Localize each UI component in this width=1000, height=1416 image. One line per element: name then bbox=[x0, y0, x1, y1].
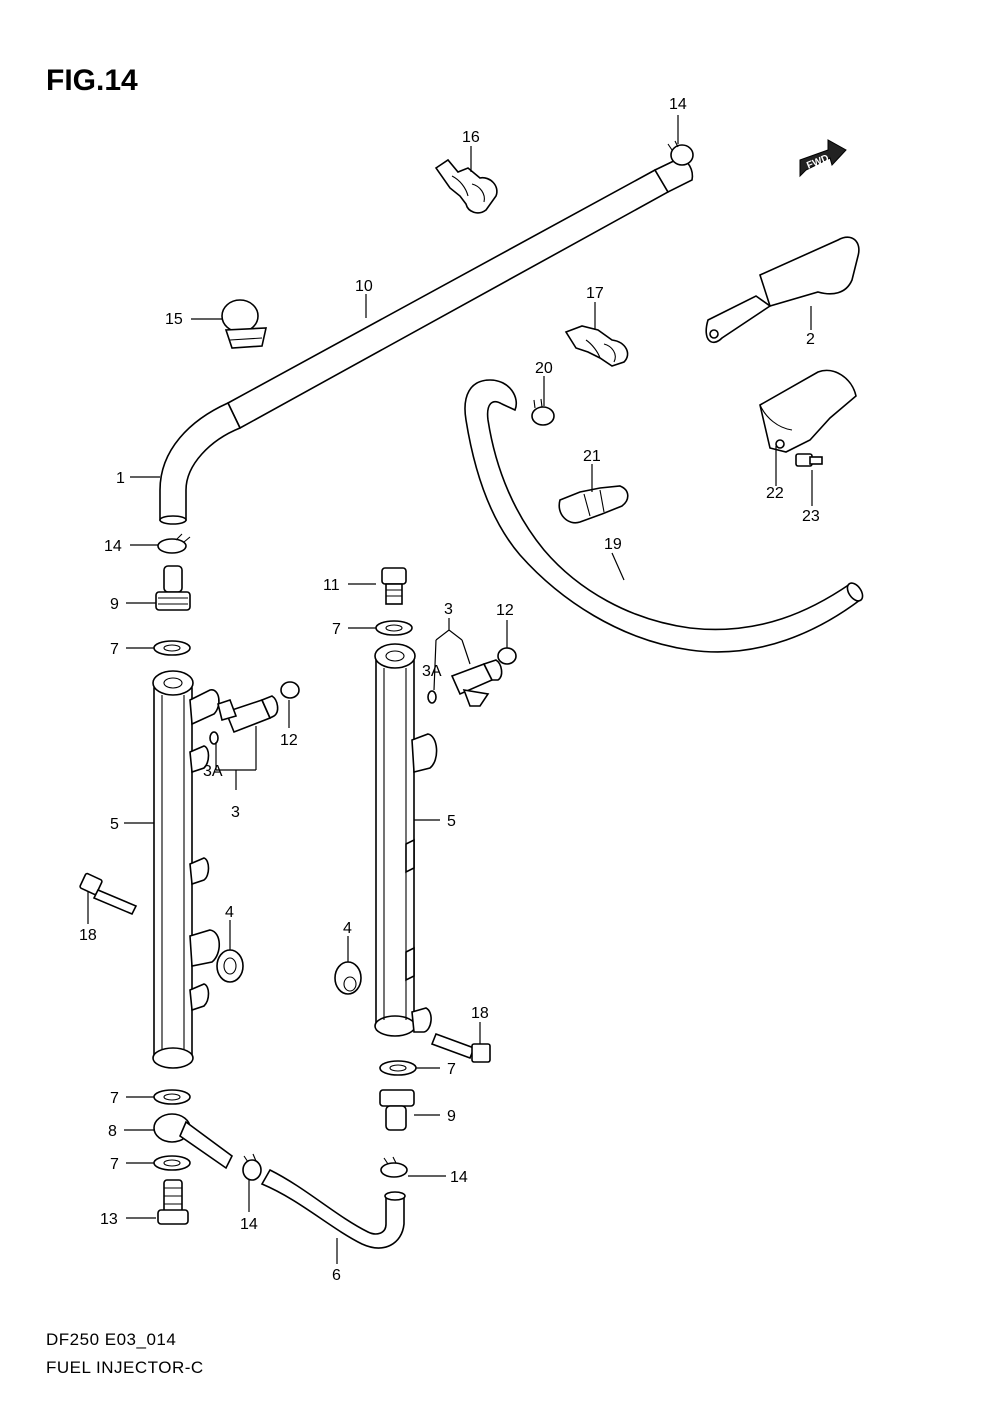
callout-14: 14 bbox=[104, 538, 122, 555]
clamp-15 bbox=[221, 299, 268, 349]
fwd-badge-label: FWD bbox=[805, 153, 830, 172]
banjo-bolt-13 bbox=[157, 1179, 189, 1225]
model-code: DF250 E03_014 bbox=[46, 1330, 176, 1349]
callout-14: 14 bbox=[669, 96, 687, 113]
washer-7-a bbox=[153, 640, 191, 656]
fitting-9-left bbox=[155, 565, 191, 611]
callout-2: 2 bbox=[806, 331, 815, 348]
callout-4: 4 bbox=[225, 904, 234, 921]
hose-clamp-14-left bbox=[157, 533, 191, 554]
washer-7-b bbox=[375, 620, 413, 636]
callout-16: 16 bbox=[462, 129, 480, 146]
callout-9: 9 bbox=[110, 596, 119, 613]
clip-21 bbox=[558, 485, 629, 524]
bolt-18-right bbox=[430, 1032, 491, 1063]
washer-7-c bbox=[153, 1089, 191, 1105]
fuel-hose-6 bbox=[260, 1168, 406, 1249]
callout-6: 6 bbox=[332, 1267, 341, 1284]
callout-18: 18 bbox=[471, 1005, 489, 1022]
clip-17 bbox=[564, 325, 629, 367]
plug-11 bbox=[381, 567, 407, 605]
fuel-rail-5-right bbox=[374, 643, 438, 1037]
banjo-fitting-8 bbox=[153, 1113, 234, 1170]
fuel-hose-10 bbox=[222, 157, 694, 430]
callout-8: 8 bbox=[108, 1123, 117, 1140]
clamp-20 bbox=[531, 398, 555, 426]
callout-labels: 14 16 10 15 17 2 20 21 22 23 19 1 14 9 7… bbox=[79, 96, 820, 1284]
hose-clamp-14-right bbox=[380, 1156, 408, 1178]
fuel-hose-19 bbox=[464, 379, 864, 653]
callout-9: 9 bbox=[447, 1108, 456, 1125]
fuel-rail-5-left bbox=[152, 670, 221, 1069]
callout-7: 7 bbox=[110, 1156, 119, 1173]
callout-5: 5 bbox=[110, 816, 119, 833]
grommet-4-right bbox=[334, 961, 362, 995]
callout-20: 20 bbox=[535, 360, 553, 377]
callout-3a: 3A bbox=[422, 663, 442, 680]
grommet-4-left bbox=[216, 949, 244, 983]
callout-12: 12 bbox=[496, 602, 514, 619]
callout-17: 17 bbox=[586, 285, 604, 302]
callout-13: 13 bbox=[100, 1211, 118, 1228]
callout-4: 4 bbox=[343, 920, 352, 937]
callout-15: 15 bbox=[165, 311, 183, 328]
callout-5: 5 bbox=[447, 813, 456, 830]
callout-18: 18 bbox=[79, 927, 97, 944]
callout-11: 11 bbox=[323, 577, 340, 594]
callout-1: 1 bbox=[116, 470, 125, 487]
bolt-18-left bbox=[79, 872, 138, 916]
callout-23: 23 bbox=[802, 508, 820, 525]
callout-14: 14 bbox=[240, 1216, 258, 1233]
callout-10: 10 bbox=[355, 278, 373, 295]
fitting-9-right bbox=[379, 1089, 415, 1131]
bracket-22 bbox=[759, 369, 857, 453]
fuel-hose-1 bbox=[159, 401, 242, 525]
bolt-23 bbox=[795, 453, 823, 467]
leader-lines bbox=[87, 115, 813, 1264]
callout-3a: 3A bbox=[203, 763, 223, 780]
hose-clamp-14-top bbox=[667, 140, 694, 166]
callout-7: 7 bbox=[110, 1090, 119, 1107]
fwd-arrow-icon: FWD bbox=[799, 139, 847, 178]
bracket-2 bbox=[705, 236, 860, 344]
diagram-caption: FUEL INJECTOR-C bbox=[46, 1358, 204, 1377]
clip-16 bbox=[434, 158, 498, 214]
callout-3: 3 bbox=[444, 601, 453, 618]
callout-21: 21 bbox=[583, 448, 601, 465]
callout-12: 12 bbox=[280, 732, 298, 749]
callout-3: 3 bbox=[231, 804, 240, 821]
callout-22: 22 bbox=[766, 485, 784, 502]
figure-title: FIG.14 bbox=[46, 64, 138, 97]
callout-14: 14 bbox=[450, 1169, 468, 1186]
callout-7: 7 bbox=[332, 621, 341, 638]
callout-7: 7 bbox=[447, 1061, 456, 1078]
injector-3-lower bbox=[209, 681, 300, 745]
hose-clamp-14-bottom bbox=[242, 1153, 262, 1181]
callout-7: 7 bbox=[110, 641, 119, 658]
callout-19: 19 bbox=[604, 536, 622, 553]
washer-7-e bbox=[379, 1060, 417, 1076]
injector-3-upper bbox=[427, 647, 517, 707]
washer-7-d bbox=[153, 1155, 191, 1171]
